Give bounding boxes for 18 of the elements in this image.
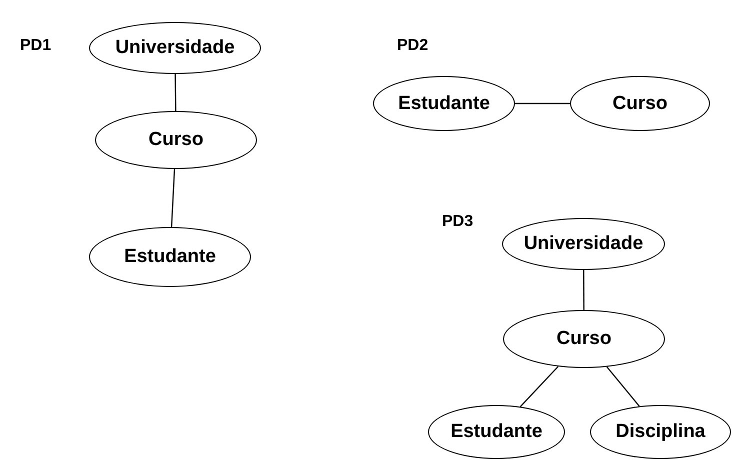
entity-ellipse: Estudante bbox=[373, 76, 515, 131]
entity-ellipse: Curso bbox=[570, 76, 710, 131]
diagram-label: PD2 bbox=[397, 37, 428, 55]
entity-ellipse: Estudante bbox=[428, 405, 565, 459]
connector-line bbox=[174, 74, 176, 111]
connector-line bbox=[606, 366, 640, 407]
entity-ellipse: Universidade bbox=[502, 218, 665, 270]
connector-line bbox=[520, 366, 559, 408]
entity-ellipse: Disciplina bbox=[590, 405, 731, 459]
diagram-label: PD1 bbox=[20, 37, 52, 55]
entity-ellipse: Curso bbox=[95, 111, 257, 169]
entity-ellipse: Estudante bbox=[89, 227, 251, 287]
entity-ellipse: Curso bbox=[503, 310, 665, 368]
connector-line bbox=[583, 270, 584, 310]
diagram-label: PD3 bbox=[442, 213, 474, 231]
connector-line bbox=[170, 168, 176, 228]
connector-line bbox=[515, 102, 570, 104]
entity-ellipse: Universidade bbox=[89, 22, 261, 74]
